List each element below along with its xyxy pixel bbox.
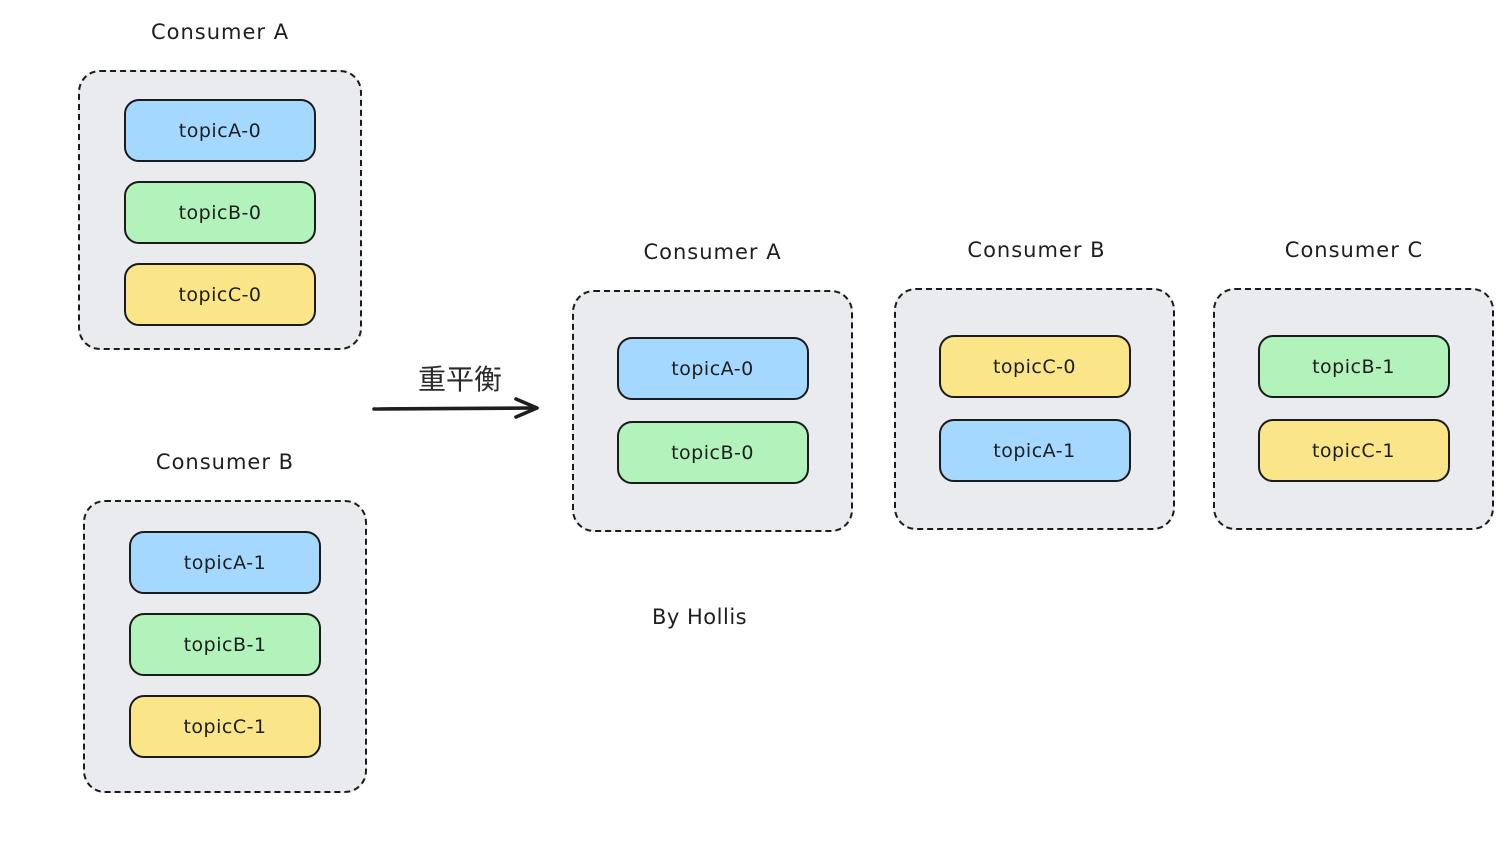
- partition-topicC-0-after: topicC-0: [938, 335, 1131, 398]
- before-consumer-a-title: Consumer A: [150, 20, 290, 44]
- after-consumer-c-box: topicB-1 topicC-1: [1213, 288, 1494, 530]
- after-consumer-b-box: topicC-0 topicA-1: [894, 288, 1175, 530]
- rebalance-arrow-group: 重平衡: [370, 358, 550, 422]
- after-consumer-a-box: topicA-0 topicB-0: [572, 290, 853, 532]
- partition-topicA-1-after: topicA-1: [938, 419, 1131, 482]
- rebalance-arrow-label: 重平衡: [417, 363, 502, 396]
- before-consumer-b-title: Consumer B: [155, 450, 295, 474]
- after-consumer-c-title: Consumer C: [1284, 238, 1424, 262]
- before-consumer-a-box: topicA-0 topicB-0 topicC-0: [78, 70, 362, 350]
- partition-topicC-1-after: topicC-1: [1257, 419, 1450, 482]
- partition-topicB-0: topicB-0: [124, 181, 316, 244]
- partition-topicC-0: topicC-0: [124, 263, 316, 326]
- partition-topicB-0-after: topicB-0: [616, 421, 809, 484]
- partition-topicA-0: topicA-0: [124, 99, 316, 162]
- partition-topicB-1-after: topicB-1: [1257, 335, 1450, 398]
- partition-topicC-1: topicC-1: [129, 695, 321, 758]
- before-consumer-b-box: topicA-1 topicB-1 topicC-1: [83, 500, 367, 793]
- after-consumer-b-title: Consumer B: [967, 238, 1106, 262]
- credit-text: By Hollis: [652, 605, 748, 629]
- right-arrow-icon: [372, 397, 539, 419]
- partition-topicA-1: topicA-1: [129, 531, 321, 594]
- partition-topicA-0-after: topicA-0: [616, 337, 809, 400]
- partition-topicB-1: topicB-1: [129, 613, 321, 676]
- after-consumer-a-title: Consumer A: [643, 240, 782, 264]
